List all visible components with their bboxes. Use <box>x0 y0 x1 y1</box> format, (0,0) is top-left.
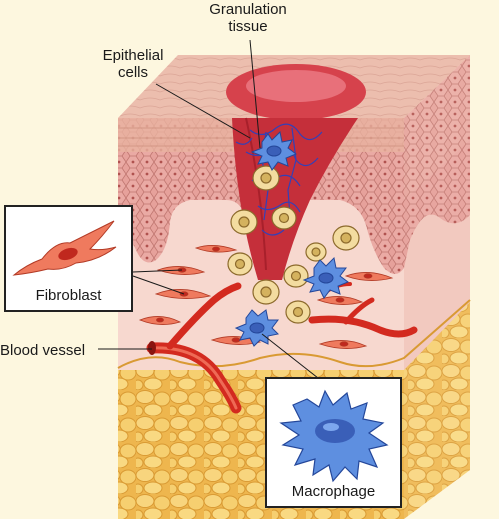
macrophage-inset: Macrophage <box>265 377 402 508</box>
blood-vessel-cut-end <box>148 341 156 355</box>
fat-layer-side <box>404 300 470 519</box>
blood-vessel-branch <box>166 282 242 350</box>
granulation-cell <box>283 264 309 288</box>
macrophages <box>234 130 350 347</box>
granulation-cell <box>271 206 297 230</box>
wound-channel-shade <box>245 117 267 271</box>
macrophage-caption: Macrophage <box>291 483 376 500</box>
blood-vessels <box>146 282 418 414</box>
granulation-cell <box>252 279 280 305</box>
fibroblast-inset-nucleus <box>58 247 78 261</box>
macrophage-cell <box>302 256 350 299</box>
macrophage-inset-art <box>279 389 389 483</box>
label-granulation-line2: tissue <box>228 18 268 35</box>
fibroblast-cell <box>318 340 368 349</box>
macrophage-cell <box>250 130 298 171</box>
fibroblast-cell <box>138 316 182 325</box>
label-granulation-tissue: Granulation tissue <box>198 1 298 35</box>
granulation-cell <box>227 252 253 276</box>
macrophage-inset-highlight <box>323 423 339 431</box>
fibroblast-caption: Fibroblast <box>35 287 102 304</box>
granulation-cell <box>252 165 280 191</box>
label-blood-vessel: Blood vessel <box>0 342 86 359</box>
fibroblast-inset-cell <box>12 220 117 276</box>
label-epithelial-line1: Epithelial <box>102 47 164 64</box>
granulation-cell <box>332 225 360 251</box>
fibroblast-inset-art <box>12 220 117 276</box>
leader-macrophage <box>261 333 319 379</box>
granulation-cell <box>230 209 258 235</box>
wound-crater-highlight <box>246 70 346 102</box>
fibroblast-cell <box>344 272 394 281</box>
fibroblast-inset: Fibroblast <box>4 205 133 312</box>
leader-epithelial <box>155 83 251 139</box>
label-granulation-line1: Granulation <box>209 1 287 18</box>
fat-boundary <box>117 299 471 369</box>
label-epithelial-cells: Epithelial cells <box>96 47 170 81</box>
granulation-cell <box>285 300 311 324</box>
label-epithelial-line2: cells <box>117 64 148 81</box>
leader-lines <box>98 39 319 379</box>
leader-fibroblast-1 <box>132 269 183 273</box>
leader-fibroblast-2 <box>132 275 185 295</box>
granulation-cell <box>305 242 327 262</box>
blood-vessel-twig <box>343 297 375 325</box>
epidermis-side <box>404 55 470 268</box>
fibroblast-cell <box>194 245 238 253</box>
blood-vessel-branch-right <box>308 315 418 338</box>
blood-vessel-main-highlight <box>150 346 238 410</box>
macrophage-inset-nucleus <box>315 419 355 443</box>
leader-granulation <box>249 39 261 149</box>
fibroblast-cell <box>316 296 364 305</box>
macrophage-cell <box>234 309 280 347</box>
granulation-cells <box>227 165 360 324</box>
